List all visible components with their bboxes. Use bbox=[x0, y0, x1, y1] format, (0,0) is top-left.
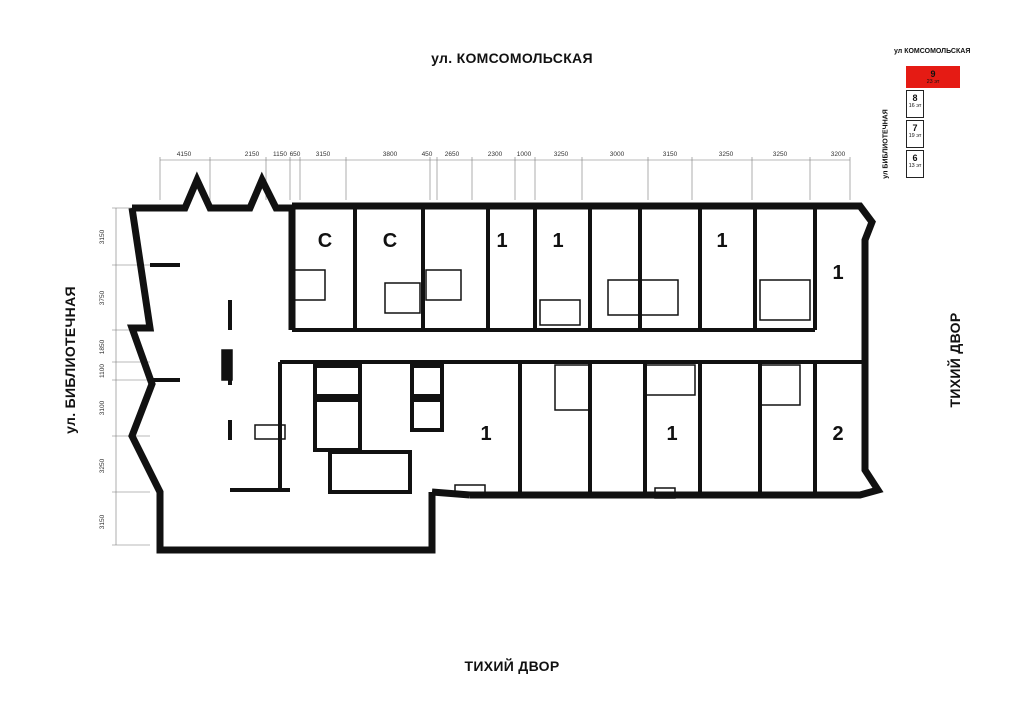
left-dimension-labels: 3150 3750 1850 1100 3100 3250 3150 bbox=[99, 229, 106, 529]
dimension-label: 3150 bbox=[316, 151, 331, 158]
dimension-label: 2300 bbox=[488, 151, 503, 158]
key-plan-street-top: ул КОМСОМОЛЬСКАЯ bbox=[894, 48, 971, 55]
key-section-8[interactable]: 8 16 эт bbox=[906, 90, 924, 118]
section-floors: 23 эт bbox=[926, 79, 940, 85]
dimension-label: 3250 bbox=[773, 151, 788, 158]
dimension-lines bbox=[112, 157, 851, 546]
room-label: С bbox=[383, 230, 397, 252]
room-label: 1 bbox=[496, 230, 507, 252]
section-floors: 19 эт bbox=[908, 133, 922, 139]
dimension-label: 650 bbox=[290, 151, 301, 158]
dimension-label: 2650 bbox=[445, 151, 460, 158]
dimension-label: 2150 bbox=[245, 151, 260, 158]
dimension-label: 3150 bbox=[99, 229, 106, 244]
room-label: С bbox=[318, 230, 332, 252]
room-label: 1 bbox=[480, 423, 491, 445]
dimension-label: 3100 bbox=[99, 400, 106, 415]
dimension-label: 3750 bbox=[99, 290, 106, 305]
room-label: 2 bbox=[832, 423, 843, 445]
dimension-label: 4150 bbox=[177, 151, 192, 158]
key-plan-street-side: ул БИБЛИОТЕЧНАЯ bbox=[882, 109, 890, 179]
dimension-label: 3250 bbox=[99, 458, 106, 473]
dimension-label: 3200 bbox=[831, 151, 846, 158]
section-number: 8 bbox=[912, 93, 918, 103]
street-label-bottom: ТИХИЙ ДВОР bbox=[464, 658, 560, 674]
key-plan: ул КОМСОМОЛЬСКАЯ ул БИБЛИОТЕЧНАЯ 9 23 эт… bbox=[880, 44, 1000, 184]
room-label: 1 bbox=[716, 230, 727, 252]
dimension-label: 3800 bbox=[383, 151, 398, 158]
dimension-label: 3150 bbox=[663, 151, 678, 158]
dimension-label: 450 bbox=[422, 151, 433, 158]
section-number: 6 bbox=[912, 153, 918, 163]
dimension-label: 1100 bbox=[99, 364, 106, 378]
section-number: 7 bbox=[912, 123, 918, 133]
key-section-7[interactable]: 7 19 эт bbox=[906, 120, 924, 148]
dimension-label: 3250 bbox=[554, 151, 569, 158]
street-label-top: ул. КОМСОМОЛЬСКАЯ bbox=[431, 50, 593, 66]
section-floors: 13 эт bbox=[908, 163, 922, 169]
dimension-label: 3000 bbox=[610, 151, 625, 158]
dimension-label: 3250 bbox=[719, 151, 734, 158]
dimension-label: 1150 bbox=[273, 151, 287, 158]
section-floors: 16 эт bbox=[908, 103, 922, 109]
dimension-label: 1850 bbox=[99, 339, 106, 354]
fixtures bbox=[221, 269, 811, 499]
room-label: 1 bbox=[666, 423, 677, 445]
key-section-9[interactable]: 9 23 эт bbox=[906, 66, 960, 88]
dimension-label: 3150 bbox=[99, 514, 106, 529]
key-section-6[interactable]: 6 13 эт bbox=[906, 150, 924, 178]
section-number: 9 bbox=[930, 69, 936, 79]
room-label: 1 bbox=[832, 262, 843, 284]
apartment-labels: С С 1 1 1 1 1 1 2 bbox=[318, 230, 844, 445]
room-label: 1 bbox=[552, 230, 563, 252]
dimension-label: 1000 bbox=[517, 151, 532, 158]
